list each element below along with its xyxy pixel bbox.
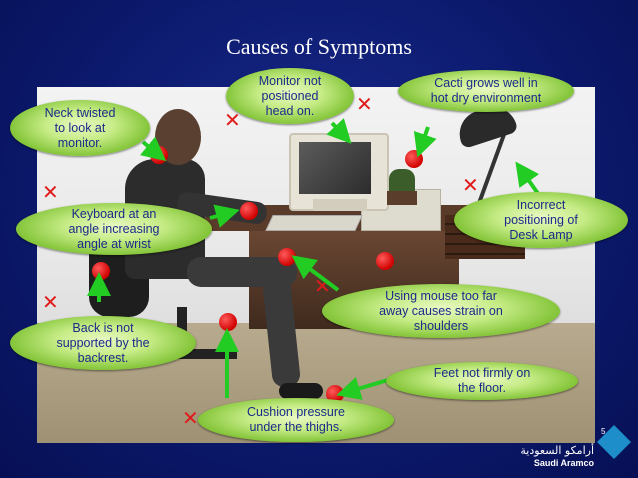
arrow-monitor [326,118,352,144]
callout-mouse: Using mouse too far away causes strain o… [322,284,560,338]
arrow-mouse [291,255,340,292]
logo-text-english: Saudi Aramco [533,458,594,468]
callout-back: Back is not supported by the backrest. [10,316,196,370]
slide-title: Causes of Symptoms [226,34,412,59]
arrow-neck [140,136,167,162]
monitor-base [313,199,367,211]
callout-neck: Neck twisted to look at monitor. [10,100,150,156]
x-mark-icon: ✕ [42,180,59,204]
callout-cacti: Cacti grows well in hot dry environment [398,70,574,112]
marker-thigh [219,313,237,331]
marker-mouse [278,248,296,266]
arrow-keyboard [209,204,240,228]
cactus-pot [387,191,417,205]
callout-monitor: Monitor not positioned head on. [226,68,354,124]
arrow-cacti [413,126,437,158]
x-mark-icon: ✕ [356,92,373,116]
page-number: 5 [601,427,606,436]
x-mark-icon: ✕ [42,290,59,314]
callout-lamp: Incorrect positioning of Desk Lamp [454,192,628,248]
person-shoe [279,383,323,399]
callout-cushion: Cushion pressure under the thighs. [198,398,394,442]
logo-text-arabic: أرامكو السعودية [520,444,594,457]
x-mark-icon: ✕ [182,406,199,430]
marker-wrist [240,202,258,220]
callout-keyboard: Keyboard at an angle increasing angle at… [16,203,212,255]
arrow-feet [336,376,389,400]
marker-desk [376,252,394,270]
x-mark-icon: ✕ [224,108,241,132]
monitor-screen [299,142,371,194]
callout-feet: Feet not firmly on the floor. [386,362,578,400]
x-mark-icon: ✕ [462,173,479,197]
